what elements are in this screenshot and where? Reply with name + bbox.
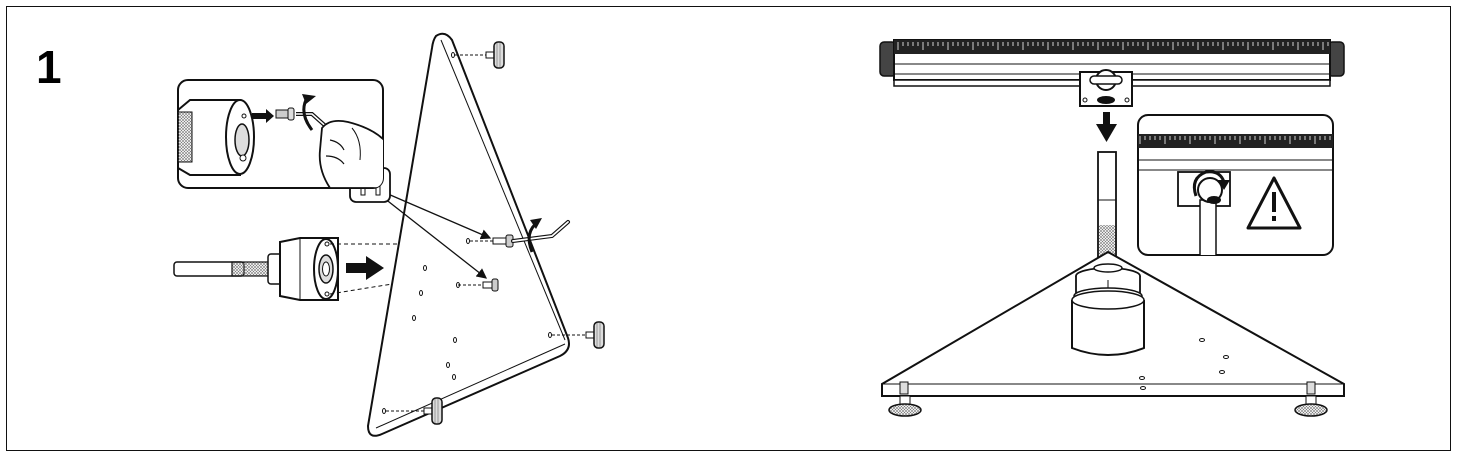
thumb-screw-icon — [455, 41, 505, 69]
clamp-pillar-icon — [173, 237, 400, 301]
triangle-plate — [366, 32, 570, 437]
left-assembly — [173, 32, 605, 437]
rotate-arrow-icon — [1192, 170, 1230, 197]
clamp-cylinder — [1071, 263, 1145, 356]
hex-key-icon — [511, 220, 570, 243]
detail-inset-warning — [1137, 114, 1334, 256]
screw-icon — [458, 278, 499, 292]
vertical-rod — [1097, 151, 1117, 265]
arrow-right-icon — [346, 256, 384, 280]
warning-triangle-icon — [1246, 176, 1302, 230]
thumb-screw-icon — [552, 321, 605, 349]
rotate-arrow-icon — [527, 218, 542, 253]
step-number: 1 — [36, 41, 62, 93]
detail-inset-hex-key — [177, 79, 384, 189]
instruction-frame — [6, 6, 1451, 451]
arrow-down-icon — [1096, 112, 1117, 142]
right-assembly — [879, 39, 1345, 417]
thumb-screw-icon — [386, 397, 443, 425]
mount-bracket — [1079, 69, 1133, 107]
